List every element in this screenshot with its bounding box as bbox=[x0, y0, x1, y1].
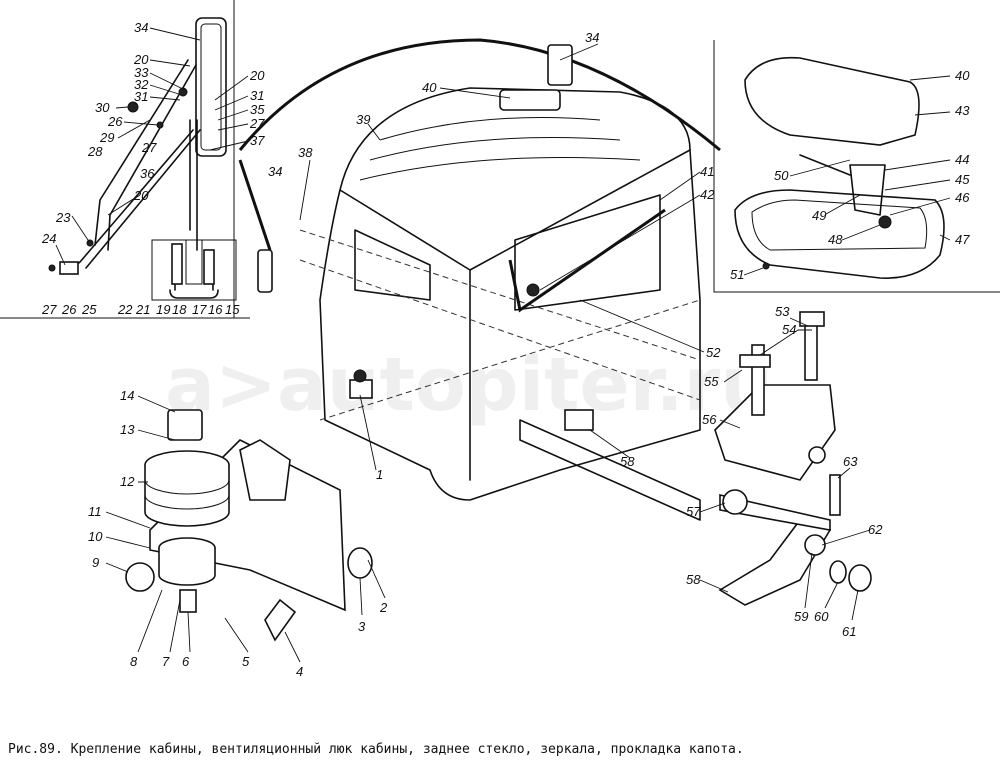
part-label: 7 bbox=[162, 654, 170, 669]
part-label: 45 bbox=[955, 172, 970, 187]
hatch-labels: 40 43 44 45 46 47 50 49 48 51 bbox=[730, 68, 970, 282]
part-label: 55 bbox=[704, 374, 719, 389]
part-label: 19 bbox=[156, 302, 170, 317]
vent-hatch bbox=[734, 56, 945, 279]
part-label: 28 bbox=[87, 144, 103, 159]
front-mount bbox=[125, 409, 373, 642]
part-label: 24 bbox=[41, 231, 56, 246]
part-label: 44 bbox=[955, 152, 969, 167]
cab-labels: 34 40 39 38 34 41 42 52 1 58 bbox=[268, 30, 721, 482]
part-label: 5 bbox=[242, 654, 250, 669]
part-label: 27 bbox=[249, 116, 265, 131]
part-label: 53 bbox=[775, 304, 790, 319]
panel-frames bbox=[0, 0, 1000, 319]
part-label: 10 bbox=[88, 529, 103, 544]
part-label: 8 bbox=[130, 654, 138, 669]
part-label: 34 bbox=[134, 20, 148, 35]
part-label: 11 bbox=[88, 504, 102, 519]
part-label: 32 bbox=[134, 77, 149, 92]
leader-lines bbox=[55, 27, 951, 663]
part-label: 29 bbox=[99, 130, 114, 145]
part-label: 6 bbox=[182, 654, 190, 669]
part-label: 36 bbox=[140, 166, 155, 181]
part-label: 14 bbox=[120, 388, 134, 403]
part-label: 63 bbox=[843, 454, 858, 469]
part-label: 27 bbox=[41, 302, 57, 317]
part-label: 39 bbox=[356, 112, 370, 127]
part-label: 22 bbox=[117, 302, 133, 317]
part-label: 61 bbox=[842, 624, 856, 639]
part-label: 20 bbox=[249, 68, 265, 83]
part-label: 42 bbox=[700, 187, 715, 202]
part-label: 13 bbox=[120, 422, 135, 437]
part-label: 17 bbox=[192, 302, 207, 317]
part-label: 46 bbox=[955, 190, 970, 205]
part-label: 54 bbox=[782, 322, 796, 337]
part-label: 9 bbox=[92, 555, 99, 570]
part-label: 37 bbox=[250, 133, 265, 148]
part-label: 51 bbox=[730, 267, 744, 282]
part-label: 52 bbox=[706, 345, 721, 360]
part-label: 16 bbox=[208, 302, 223, 317]
part-label: 15 bbox=[225, 302, 240, 317]
part-label: 26 bbox=[61, 302, 77, 317]
part-label: 2 bbox=[379, 600, 388, 615]
part-label: 50 bbox=[774, 168, 789, 183]
rear-mount bbox=[714, 311, 872, 606]
part-label: 56 bbox=[702, 412, 717, 427]
part-label: 41 bbox=[700, 164, 714, 179]
part-label: 47 bbox=[955, 232, 970, 247]
part-label: 21 bbox=[135, 302, 150, 317]
part-label: 20 bbox=[133, 52, 149, 67]
part-label: 38 bbox=[298, 145, 313, 160]
part-label: 31 bbox=[134, 89, 148, 104]
part-label: 60 bbox=[814, 609, 829, 624]
part-label: 20 bbox=[133, 188, 149, 203]
part-label: 4 bbox=[296, 664, 303, 679]
part-label: 58 bbox=[620, 454, 635, 469]
part-label: 12 bbox=[120, 474, 135, 489]
part-label: 25 bbox=[81, 302, 97, 317]
part-label: 48 bbox=[828, 232, 843, 247]
part-label: 30 bbox=[95, 100, 110, 115]
part-label: 34 bbox=[585, 30, 599, 45]
rear-mount-labels: 53 54 55 56 63 57 62 58 59 60 61 bbox=[686, 304, 883, 639]
part-label: 3 bbox=[358, 619, 366, 634]
part-label: 43 bbox=[955, 103, 970, 118]
part-label: 27 bbox=[141, 140, 157, 155]
part-label: 58 bbox=[686, 572, 701, 587]
front-mount-labels: 14 13 12 11 10 9 8 7 6 5 4 3 2 bbox=[88, 388, 388, 679]
part-label: 62 bbox=[868, 522, 883, 537]
part-label: 49 bbox=[812, 208, 826, 223]
cab-drawing bbox=[238, 38, 721, 521]
part-label: 33 bbox=[134, 65, 149, 80]
mirror-assembly bbox=[48, 17, 227, 299]
part-label: 1 bbox=[376, 467, 383, 482]
watermark: a>autopiter.ru bbox=[165, 342, 773, 428]
part-label: 31 bbox=[250, 88, 264, 103]
mirror-labels: 34 20 33 32 31 30 26 29 28 20 31 35 27 3… bbox=[41, 20, 265, 317]
part-label: 40 bbox=[422, 80, 437, 95]
part-label: 59 bbox=[794, 609, 808, 624]
part-label: 23 bbox=[55, 210, 71, 225]
part-label: 35 bbox=[250, 102, 265, 117]
part-label: 26 bbox=[107, 114, 123, 129]
part-label: 40 bbox=[955, 68, 970, 83]
figure-caption: Рис.89. Крепление кабины, вентиляционный… bbox=[8, 742, 744, 757]
part-label: 57 bbox=[686, 504, 701, 519]
part-label: 18 bbox=[172, 302, 187, 317]
part-label: 34 bbox=[268, 164, 282, 179]
